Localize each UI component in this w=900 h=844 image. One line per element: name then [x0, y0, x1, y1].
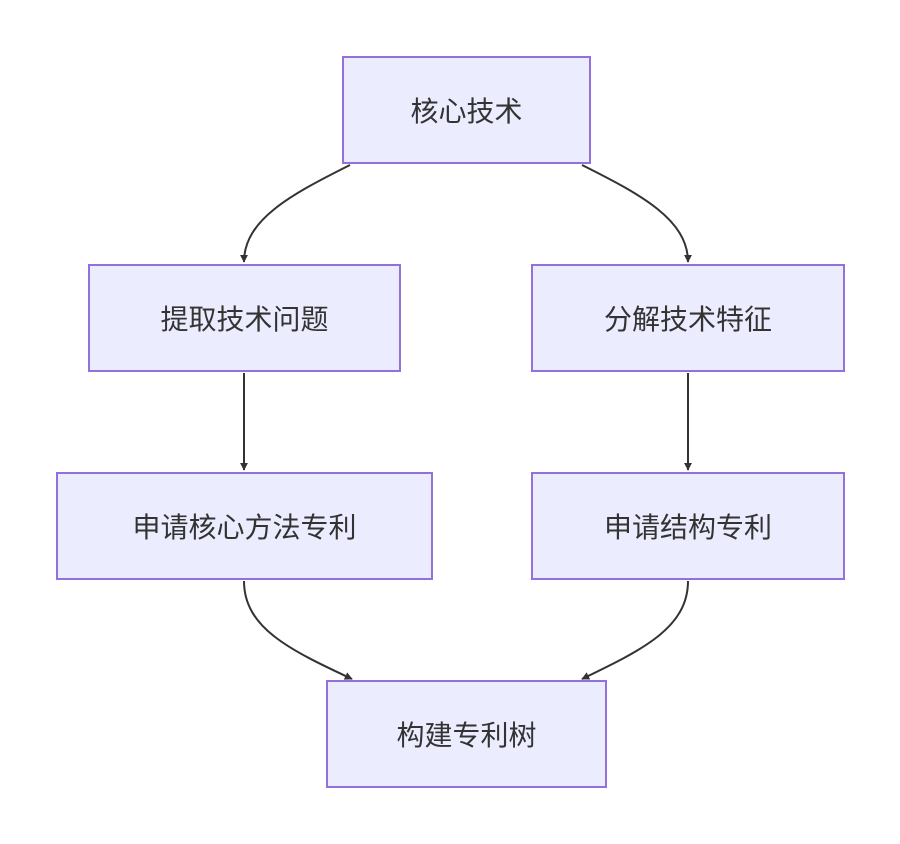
node-build-patent-tree: 构建专利树	[326, 680, 607, 788]
node-label: 申请核心方法专利	[132, 511, 357, 544]
node-label: 分解技术特征	[603, 303, 772, 336]
node-core-technology: 核心技术	[342, 56, 591, 164]
edge-structure-to-tree	[581, 580, 689, 680]
node-apply-core-method-patent: 申请核心方法专利	[56, 472, 433, 580]
edge-core-to-decompose	[581, 164, 692, 263]
node-label: 申请结构专利	[603, 511, 772, 544]
node-decompose-technical-features: 分解技术特征	[531, 264, 845, 372]
edge-method-to-tree	[243, 580, 353, 680]
node-label: 构建专利树	[396, 719, 537, 752]
node-extract-technical-problem: 提取技术问题	[88, 264, 401, 372]
edge-core-to-extract	[240, 164, 351, 263]
node-apply-structure-patent: 申请结构专利	[531, 472, 845, 580]
node-label: 核心技术	[410, 95, 523, 128]
node-label: 提取技术问题	[160, 303, 329, 336]
